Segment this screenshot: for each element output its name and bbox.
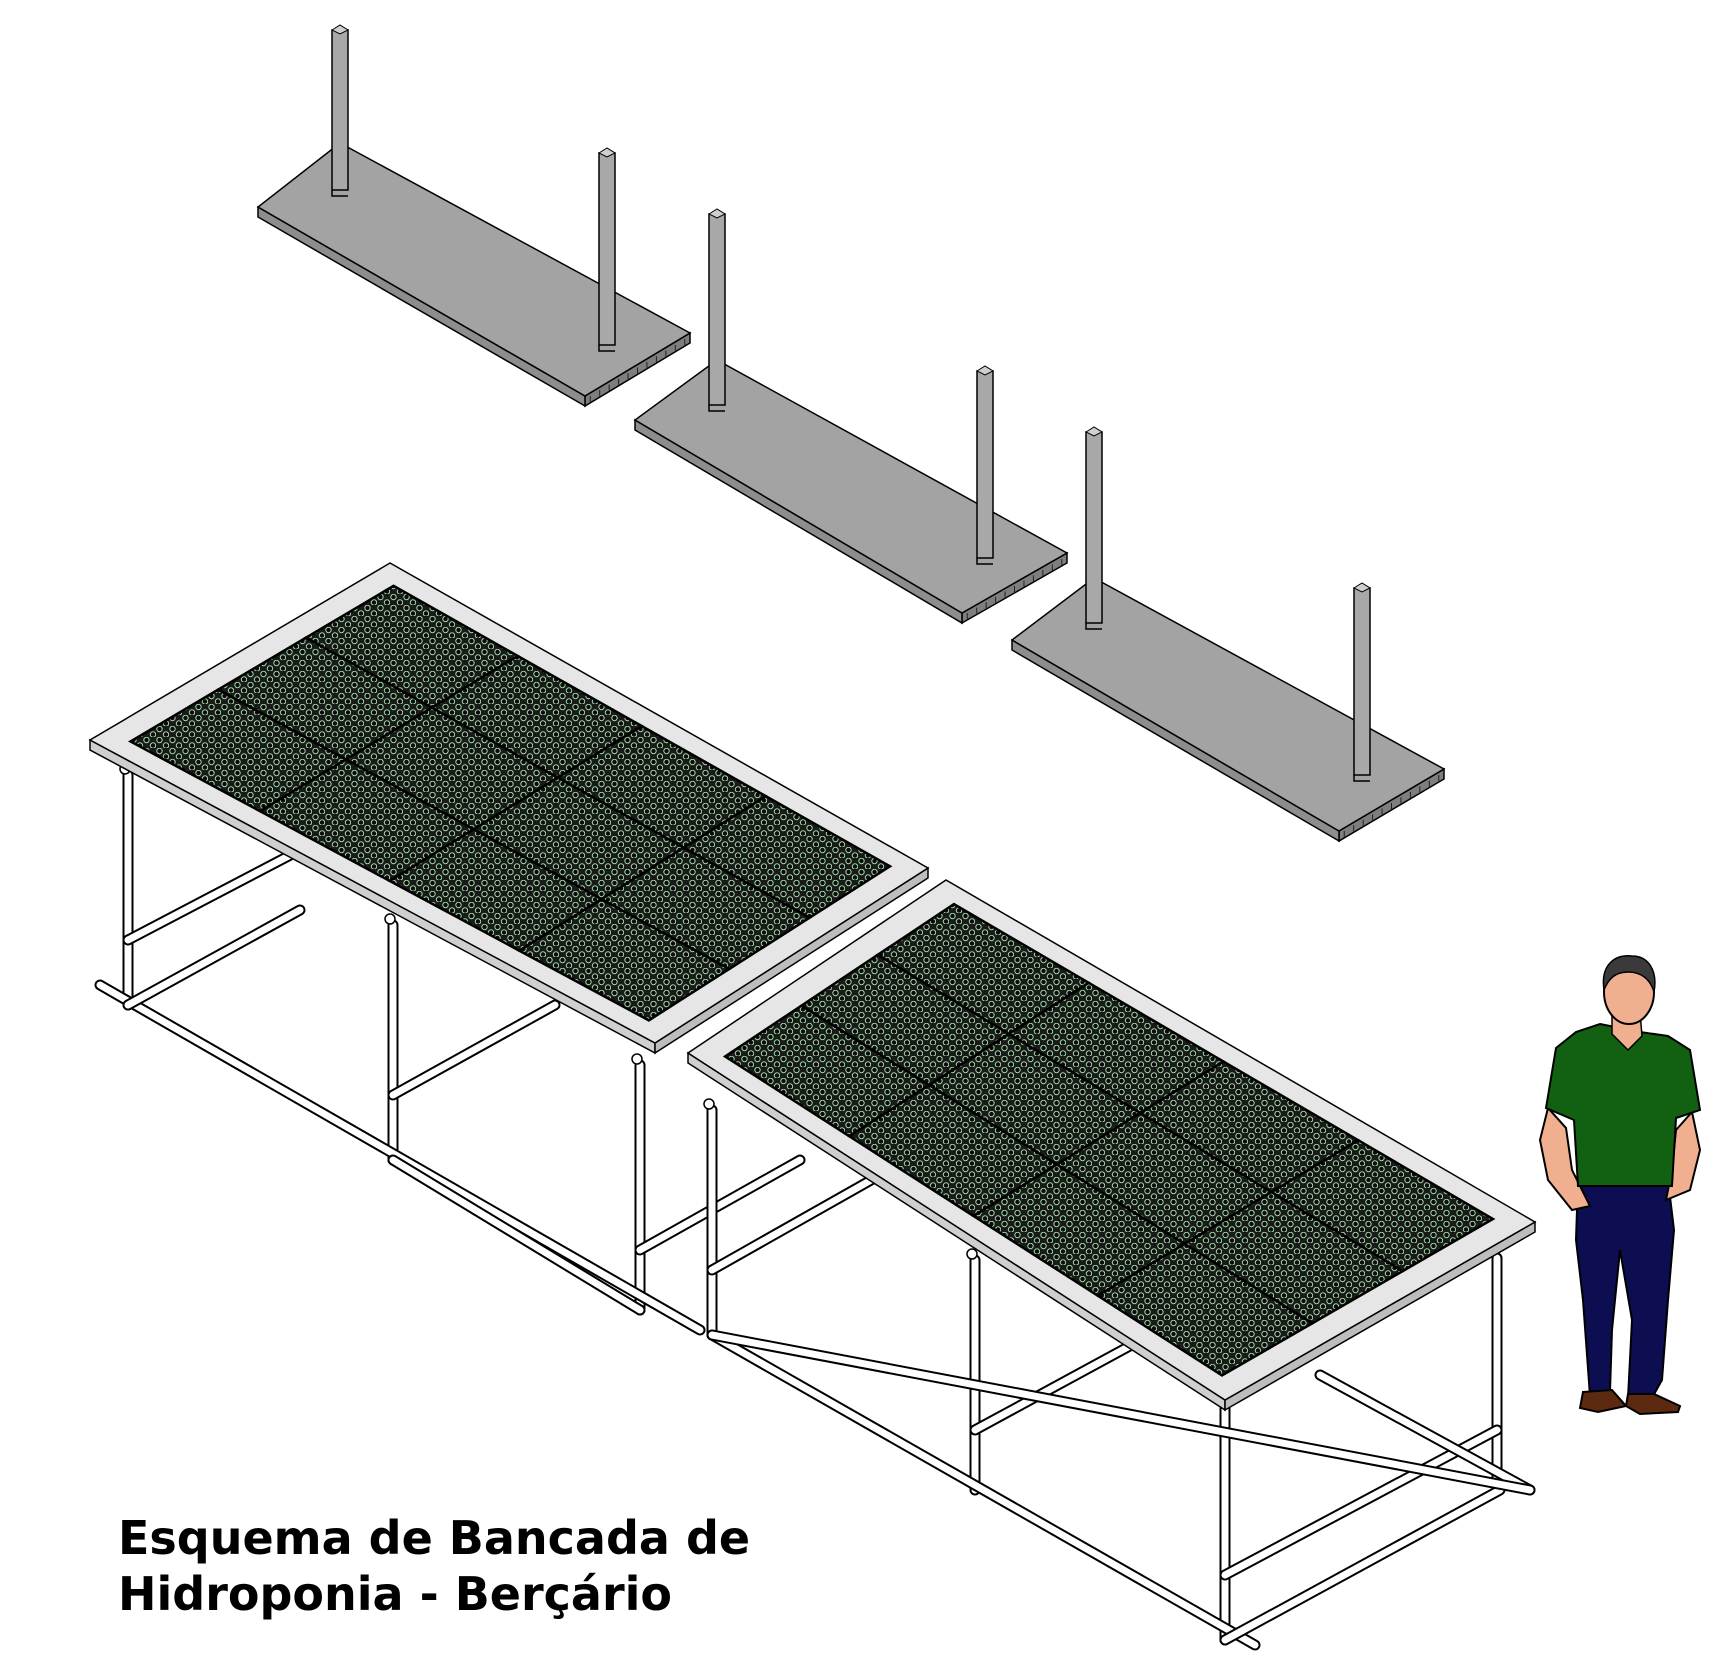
pipe-clip (703, 1098, 715, 1110)
post-bracket (598, 345, 615, 352)
pipe-clip (384, 913, 396, 925)
support-post (1085, 431, 1103, 624)
caption-line-1: Esquema de Bancada de (118, 1511, 751, 1565)
cross-rail (389, 1001, 559, 1099)
bench-frames (94, 763, 1536, 1651)
pipe-clip (631, 1053, 643, 1065)
person-figure (1538, 954, 1702, 1416)
post-bracket (331, 190, 348, 197)
post-cap (1352, 582, 1372, 593)
right-shoe (1624, 1393, 1682, 1416)
cross-rail (1221, 1426, 1501, 1579)
panel-top (633, 359, 1069, 614)
cross-rail (708, 1171, 884, 1274)
floor-rail (389, 1156, 644, 1314)
cross-rail (971, 1331, 1154, 1434)
post-cap (975, 365, 995, 376)
floor-rail (1316, 1371, 1534, 1494)
post-bracket (708, 405, 725, 412)
bench-tops (88, 562, 1537, 1412)
hair (1602, 954, 1656, 993)
post-bracket (1353, 775, 1370, 782)
suspended-panel-2 (633, 208, 1069, 625)
post-bracket (1085, 623, 1102, 630)
suspended-panel-1 (256, 24, 692, 408)
diagram-caption: Esquema de Bancada de Hidroponia - Berçá… (118, 1510, 750, 1622)
support-post (1353, 587, 1371, 776)
post-bracket (976, 558, 993, 565)
post-cap (707, 208, 727, 219)
support-post (976, 370, 994, 559)
suspended-panel-3 (1010, 426, 1446, 843)
bench-2 (686, 879, 1537, 1412)
panel-top (1010, 577, 1446, 832)
floor-rail (708, 1331, 1259, 1649)
floor-rail (708, 1331, 1534, 1494)
caption-line-2: Hidroponia - Berçário (118, 1567, 672, 1621)
panel-top (256, 142, 692, 397)
support-post (598, 152, 616, 346)
seedling-tray (516, 897, 732, 1022)
seedling-tray (1095, 1242, 1315, 1377)
support-post (708, 213, 726, 406)
support-post (331, 29, 349, 191)
shirt (1544, 1022, 1702, 1187)
cross-rail (124, 906, 304, 1009)
trousers (1574, 1179, 1676, 1399)
pipe-clip (966, 1248, 978, 1260)
floor-rail (96, 981, 704, 1334)
bench-1 (88, 562, 930, 1055)
suspended-panels (256, 24, 1446, 843)
left-shoe (1578, 1388, 1628, 1414)
cross-rail (1221, 1486, 1504, 1644)
cross-rail (636, 1156, 804, 1254)
cross-rail (124, 846, 304, 944)
post-cap (597, 147, 617, 158)
post-cap (330, 24, 350, 35)
post-cap (1084, 426, 1104, 437)
